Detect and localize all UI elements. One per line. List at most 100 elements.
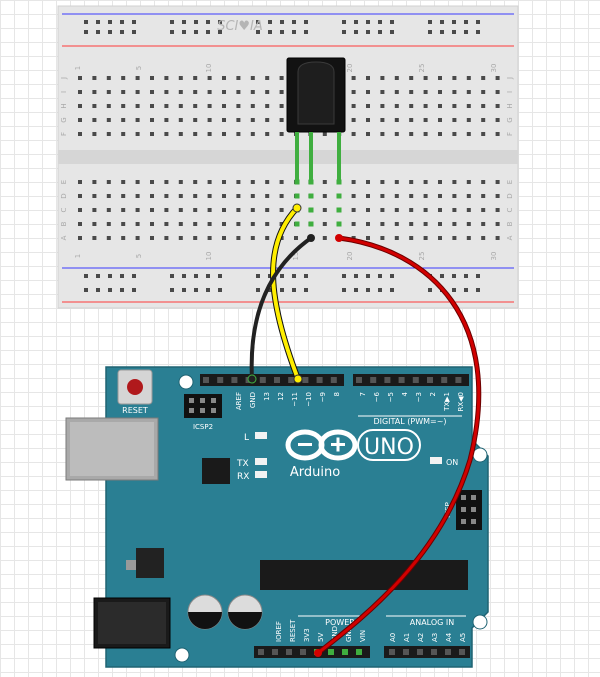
row-letter: H [60,103,68,108]
breadboard-hole [265,104,270,108]
breadboard-hole [135,76,140,80]
breadboard-hole [409,76,414,80]
breadboard-hole [193,118,198,122]
analog-pin-label: A0 [389,633,397,642]
header-pin [302,377,309,383]
breadboard-hole [380,104,385,108]
breadboard-hole [423,208,428,212]
breadboard-hole [92,194,97,198]
uno-model-text: UNO [364,435,414,460]
digital-pin-label: ~3 [415,392,423,402]
wire-end [292,203,302,213]
breadboard-hole [394,76,399,80]
breadboard-hole [106,180,111,184]
breadboard-hole [366,180,370,184]
breadboard-hole [279,104,284,108]
breadboard-hole [106,236,111,240]
header-pin [431,649,437,655]
rail-hole [428,288,432,292]
breadboard-hole [150,118,154,122]
breadboard-hole [121,118,126,122]
rail-hole [378,30,382,34]
header-pin [274,377,280,383]
breadboard-holes [78,20,500,292]
breadboard-hole [222,180,226,184]
breadboard-hole [150,180,154,184]
header-pin [288,377,295,383]
breadboard-hole [322,222,327,226]
row-letter: D [60,193,68,198]
atmega-chip [260,560,468,590]
connected-hole [336,221,342,227]
breadboard-hole [222,104,226,108]
breadboard-hole [78,208,82,212]
breadboard-hole [279,90,284,94]
breadboard-hole [438,104,442,108]
breadboard-hole [438,76,442,80]
rail-hole [440,30,444,34]
breadboard-hole [366,76,370,80]
breadboard-hole [106,208,111,212]
rail-hole [218,274,222,278]
breadboard-hole [236,222,241,226]
power-jack-face [98,602,166,644]
breadboard-hole [423,180,428,184]
breadboard-hole [250,180,255,184]
wire-power-red [316,236,481,655]
rail-hole [268,274,272,278]
digital-header-block-right [353,374,469,386]
rail-hole [304,30,308,34]
row-letter: E [506,180,514,184]
power-pin-label: GND [345,626,353,642]
breadboard-hole [78,194,82,198]
breadboard-hole [164,104,169,108]
breadboard-hole [236,194,241,198]
breadboard-hole [394,132,399,136]
breadboard-hole [366,222,370,226]
rail-hole [84,274,88,278]
analog-pin-label: A5 [459,633,467,642]
rail-hole [366,274,370,278]
watermark: SCI♥IA [217,19,263,34]
breadboard-hole [78,132,82,136]
rail-hole [108,20,112,24]
rail-hole [84,30,88,34]
analog-pin-label: A2 [417,633,425,642]
led-tx [255,458,267,465]
header-pin [427,377,433,383]
rail-hole [108,288,112,292]
breadboard-hole [265,118,270,122]
row-letter: A [506,235,514,240]
breadboard-hole [466,118,471,122]
breadboard-hole [207,76,212,80]
breadboard-hole [265,194,270,198]
breadboard-hole [178,132,183,136]
rail-hole [96,274,100,278]
icsp-block [456,490,482,530]
header-pin [258,649,264,655]
column-number: 30 [490,252,498,261]
column-numbers-bottom: 1 5 10 15 20 25 30 [74,252,498,261]
led-rx [255,471,267,478]
breadboard-hole [250,194,255,198]
reset-button-cap[interactable] [127,379,143,395]
breadboard-hole [250,236,255,240]
breadboard-hole [366,118,370,122]
connected-hole [308,207,314,213]
power-pin-label: GND [331,626,339,642]
rail-hole [182,20,186,24]
rail-hole [464,30,468,34]
rail-hole [108,274,112,278]
row-letter: G [506,117,514,122]
breadboard-hole [351,132,356,136]
rail-hole [280,30,284,34]
wire-end [307,234,315,242]
rail-hole [218,288,222,292]
rail-hole [342,274,346,278]
breadboard-hole [135,90,140,94]
breadboard-hole [106,132,111,136]
breadboard-hole [222,132,226,136]
breadboard-hole [265,180,270,184]
